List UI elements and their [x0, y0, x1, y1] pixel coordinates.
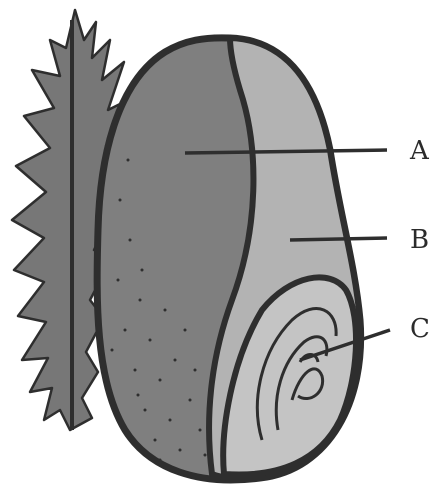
- label-b: B: [410, 225, 429, 255]
- label-c: C: [410, 314, 430, 344]
- label-a: A: [409, 136, 430, 166]
- leader-line-b: [290, 238, 387, 240]
